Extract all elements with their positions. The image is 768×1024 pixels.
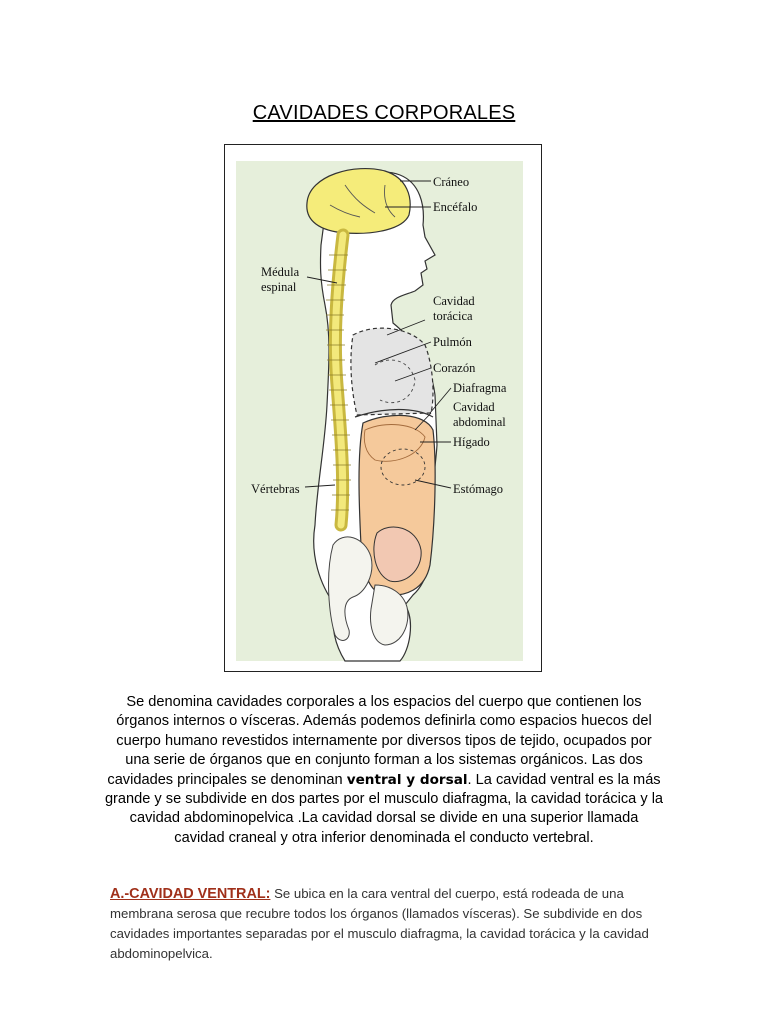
liver-outline <box>363 424 426 462</box>
label-diafragma: Diafragma <box>453 381 507 395</box>
stomach-outline <box>380 448 426 486</box>
vertebrae-marks <box>326 254 351 511</box>
section-text: Se ubica en la cara ventral del cuerpo, … <box>110 886 649 961</box>
pelvis-bones <box>328 536 373 641</box>
label-corazon: Corazón <box>433 361 476 375</box>
heart-outline <box>374 359 416 404</box>
label-espinal: espinal <box>261 280 297 294</box>
anatomy-figure: Cráneo Encéfalo Médula espinal Cavidad t… <box>224 144 542 672</box>
intro-text-1: Se denomina cavidades corporales a los e… <box>107 694 652 788</box>
body-cavities-illustration: Cráneo Encéfalo Médula espinal Cavidad t… <box>236 161 523 662</box>
spinal-cord <box>331 231 347 529</box>
intro-bold-text: ventral y dorsal <box>346 771 468 788</box>
diaphragm-line <box>354 408 434 418</box>
section-heading: A.-CAVIDAD VENTRAL: <box>110 886 271 902</box>
label-cavidad-abdominal-2: abdominal <box>453 415 506 429</box>
intro-text-2: . La cavidad ventral es la más grande y … <box>104 771 664 846</box>
label-medula: Médula <box>261 265 300 279</box>
label-encefalo: Encéfalo <box>433 200 477 214</box>
label-vertebras: Vértebras <box>251 482 300 496</box>
leader-lines <box>304 180 452 489</box>
label-cavidad-toracica-2: torácica <box>433 309 473 323</box>
label-cavidad-toracica-1: Cavidad <box>433 294 475 308</box>
label-craneo: Cráneo <box>433 175 469 189</box>
hip-bone <box>370 584 409 646</box>
label-higado: Hígado <box>453 435 490 449</box>
brain-folds <box>329 184 396 218</box>
thoracic-cavity <box>350 327 434 416</box>
bladder-shape <box>373 526 422 583</box>
page-title: CAVIDADES CORPORALES <box>252 102 516 124</box>
label-pulmon: Pulmón <box>433 335 473 349</box>
label-cavidad-abdominal-1: Cavidad <box>453 400 495 414</box>
label-estomago: Estómago <box>453 482 503 496</box>
intro-paragraph: Se denomina cavidades corporales a los e… <box>104 693 664 848</box>
section-cavidad-ventral: A.-CAVIDAD VENTRAL: Se ubica en la cara … <box>110 884 670 964</box>
